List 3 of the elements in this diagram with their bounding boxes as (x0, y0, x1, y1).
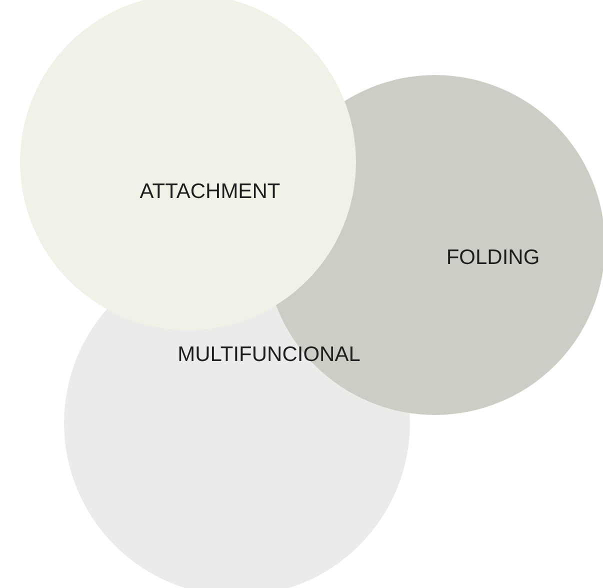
circle-label: MULTIFUNCIONAL (178, 343, 360, 367)
circle-label: FOLDING (446, 246, 540, 270)
circle-label: ATTACHMENT (140, 180, 280, 204)
